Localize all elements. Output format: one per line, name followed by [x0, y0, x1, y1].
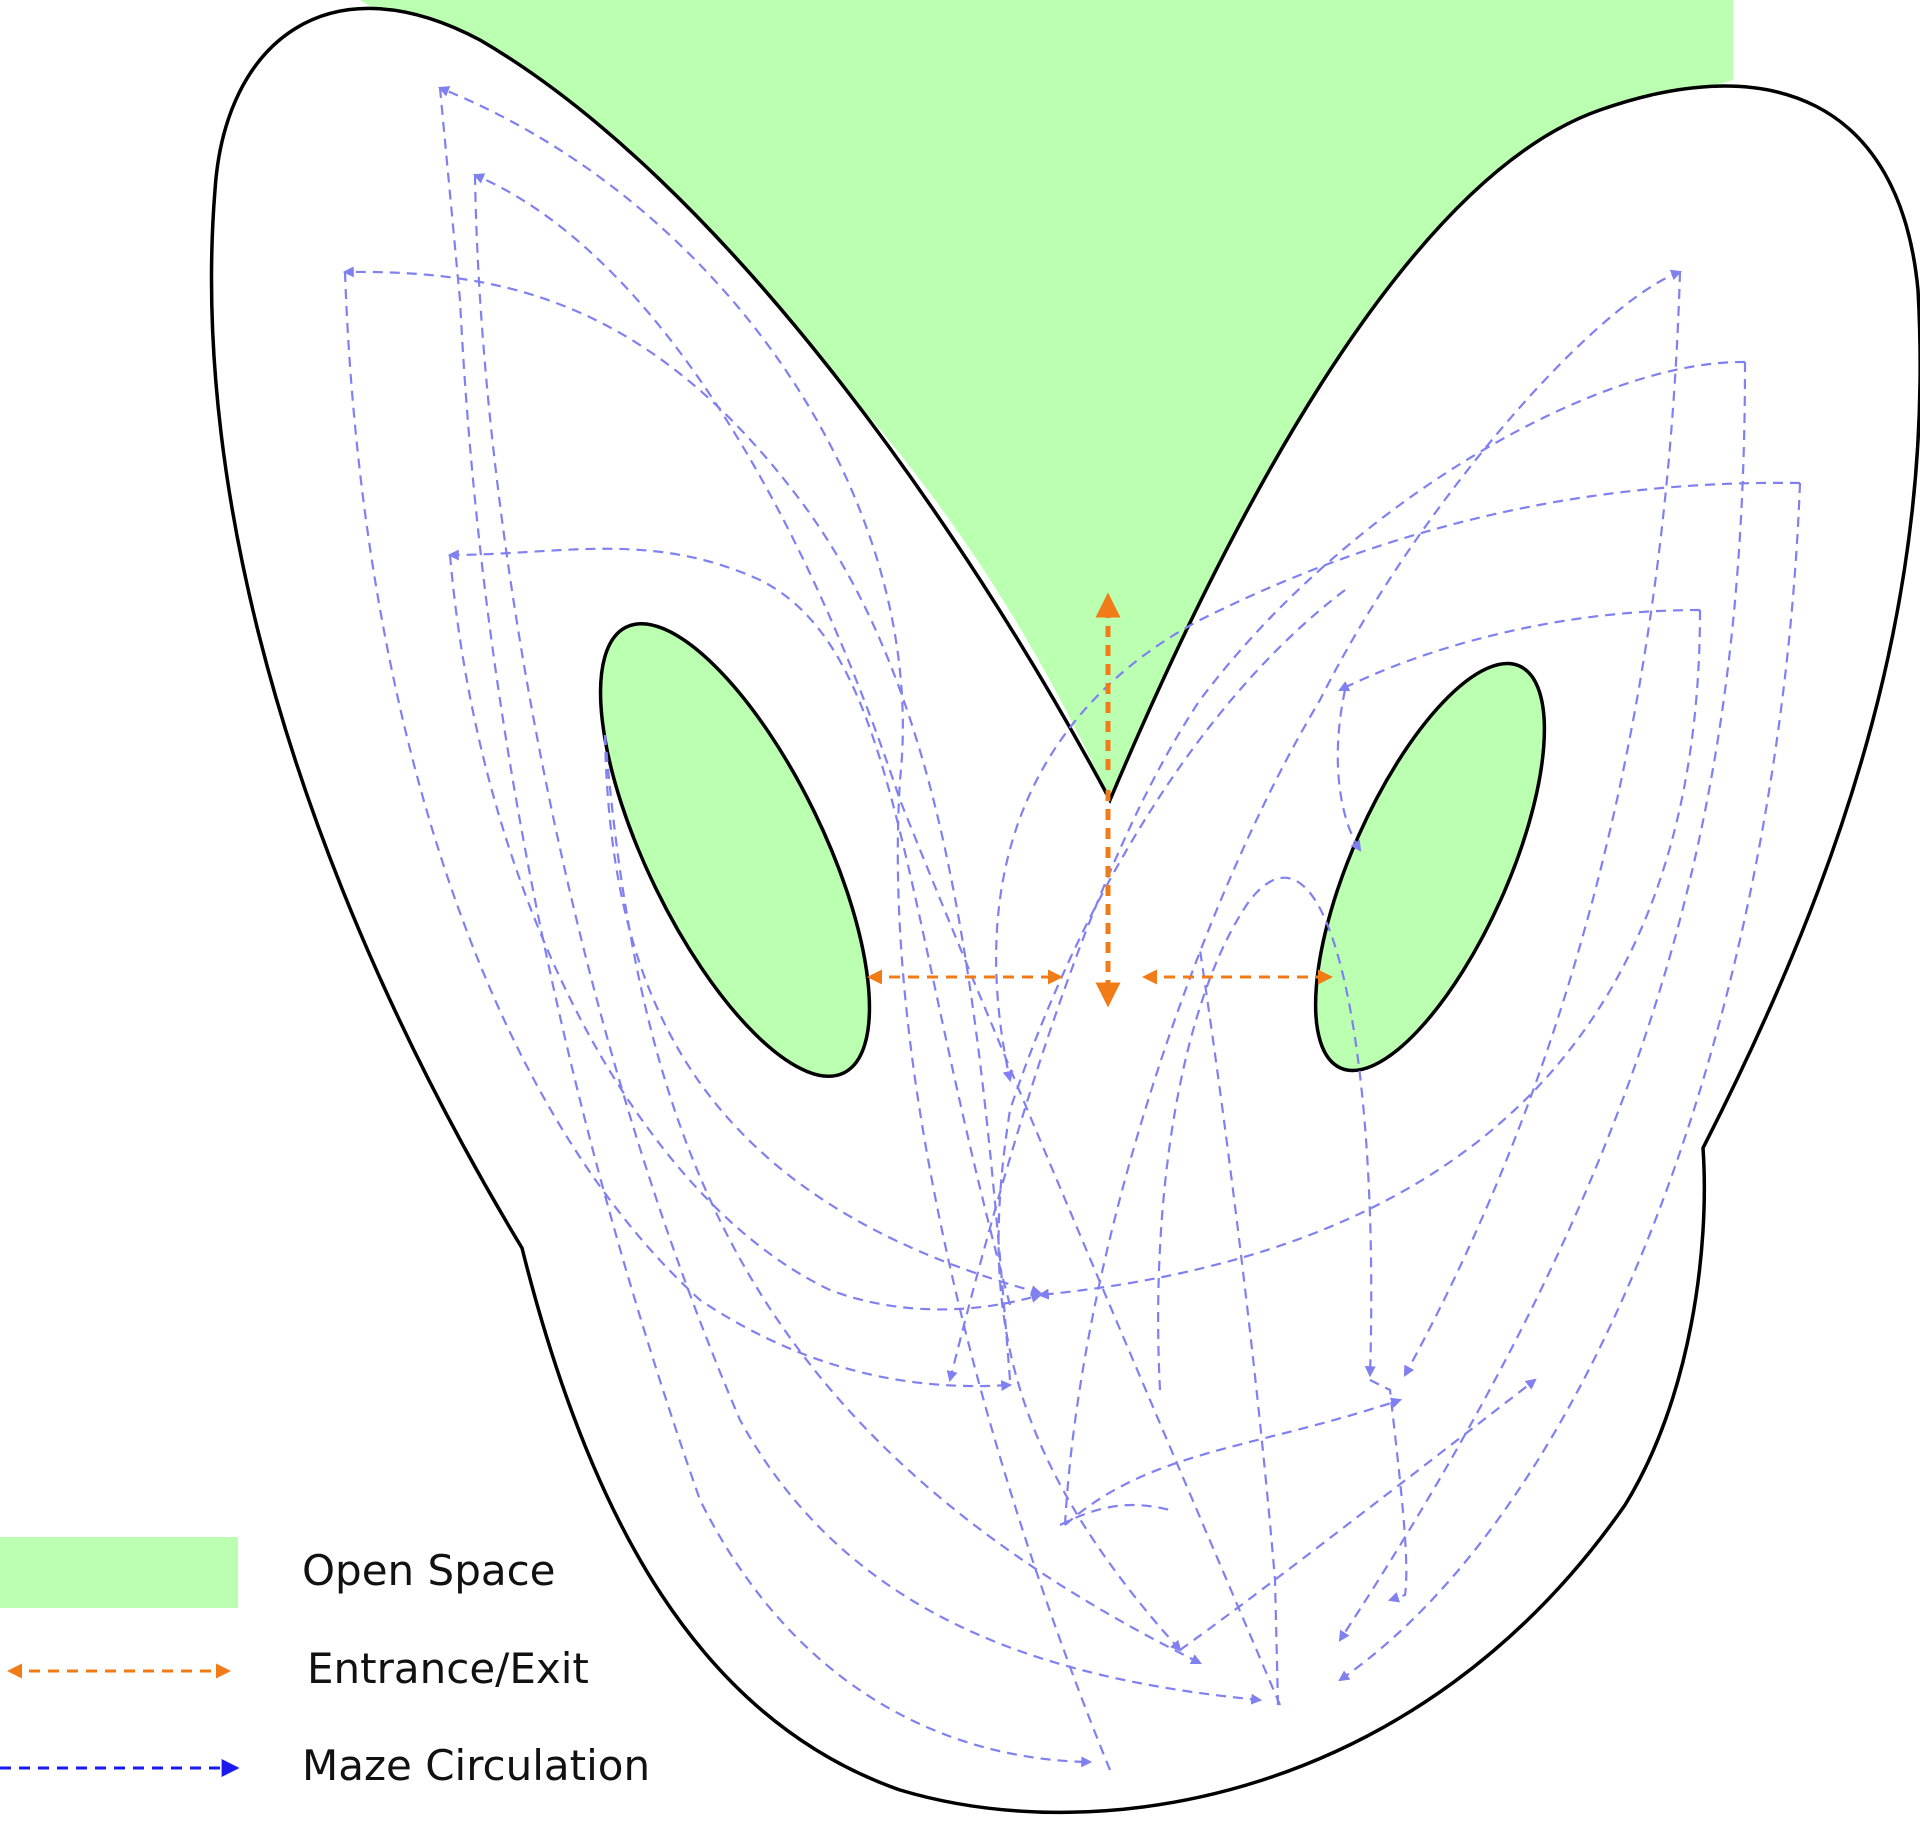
circulation-path	[1338, 608, 1701, 691]
circulation-path	[603, 734, 1202, 1665]
legend-open-space-swatch	[0, 1537, 238, 1608]
circulation-path	[1369, 1379, 1408, 1603]
circulation-path	[448, 554, 1043, 1311]
circulation-path	[1198, 949, 1280, 1706]
maze-circulation-paths	[342, 86, 1802, 1771]
circulation-path	[343, 271, 1013, 1392]
circulation-path	[946, 360, 1746, 1383]
maze-outline	[209, 6, 1920, 1815]
entrance-exit-arrows	[867, 592, 1333, 1008]
circulation-path	[1059, 1503, 1171, 1526]
circulation-path	[1403, 271, 1682, 1377]
legend-maze-circulation-label: Maze Circulation	[302, 1741, 650, 1790]
circulation-path	[437, 86, 1112, 1771]
circulation-path	[1063, 269, 1683, 1526]
open-space-top	[360, 0, 1733, 800]
open-space-left-island	[598, 622, 872, 1078]
circulation-path	[1179, 1378, 1537, 1651]
legend-entrance-exit-label: Entrance/Exit	[307, 1644, 589, 1693]
circulation-path	[995, 481, 1801, 1083]
circulation-path	[603, 734, 1043, 1296]
circulation-path	[1336, 689, 1362, 852]
circulation-path	[1338, 361, 1747, 1642]
circulation-path	[1064, 1397, 1403, 1526]
legend: Open Space Entrance/Exit Maze Circulatio…	[0, 1537, 650, 1790]
circulation-path	[997, 589, 1346, 1652]
circulation-path	[473, 174, 1263, 1705]
circulation-path	[1157, 876, 1376, 1391]
legend-open-space-label: Open Space	[302, 1546, 556, 1595]
circulation-path	[472, 173, 1282, 1706]
circulation-path	[438, 87, 1093, 1768]
circulation-path	[342, 266, 1012, 1381]
circulation-path	[1338, 482, 1802, 1682]
circulation-path	[447, 547, 1012, 1306]
open-space-right-island	[1313, 661, 1547, 1073]
